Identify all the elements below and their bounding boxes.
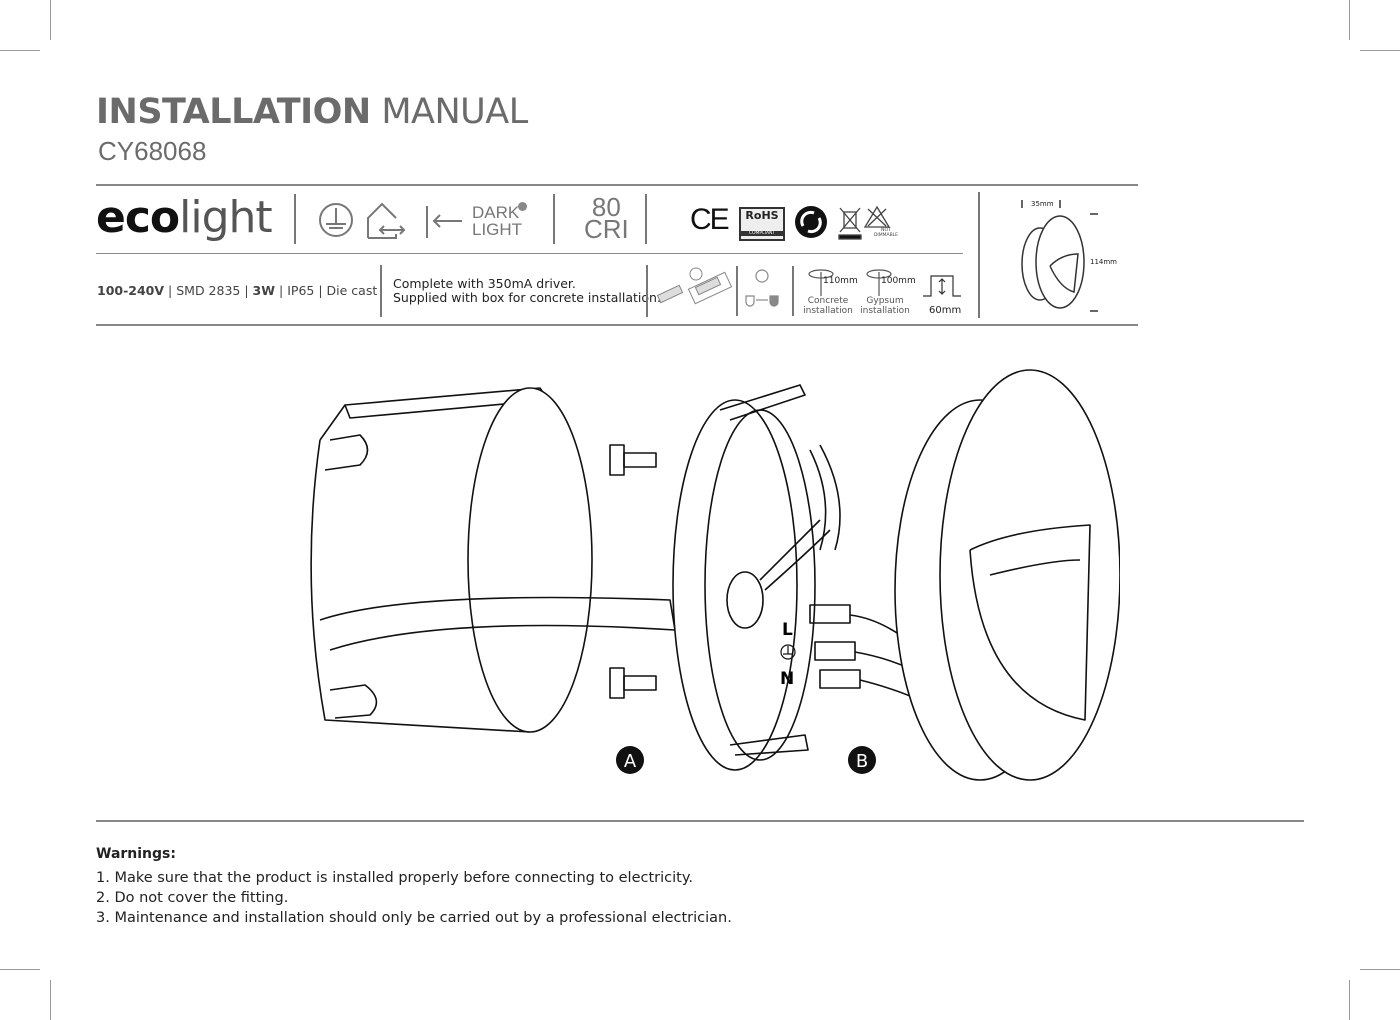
concrete-label: Concrete installation (803, 296, 853, 316)
divider (96, 820, 1304, 822)
warning-item: 1. Make sure that the product is install… (96, 870, 693, 886)
crop-mark (0, 50, 40, 51)
rohs-compliant: COMPLIANT (741, 231, 783, 236)
warning-item: 3. Maintenance and installation should o… (96, 910, 732, 926)
spec-line: 100-240V | SMD 2835 | 3W | IP65 | Die ca… (97, 283, 378, 298)
ecolight-logo: ecolight (96, 192, 273, 243)
indoor-house-icon (367, 202, 406, 239)
live-label: L (782, 620, 793, 640)
spec-material: Die cast (326, 283, 378, 298)
description-line: Complete with 350mA driver. (393, 276, 576, 291)
warnings-heading: Warnings: (96, 846, 176, 862)
label-b: B (856, 751, 868, 772)
concrete-depth: 110mm (823, 276, 858, 286)
weee-bin-icon (838, 207, 862, 240)
cover-plate-b (894, 369, 1120, 781)
cri-label: CRI (584, 214, 629, 244)
concrete-drill-icon (808, 269, 834, 296)
crop-mark (50, 980, 51, 1020)
depth-dimension: 35mm (1031, 200, 1054, 208)
logo-eco: eco (96, 192, 180, 243)
ce-mark: CE (690, 203, 730, 236)
light-label: LIGHT (472, 220, 523, 239)
page-title: INSTALLATION MANUAL (96, 92, 528, 132)
cert-icons (795, 205, 891, 240)
cri-value: 80 (591, 192, 621, 222)
spec-led: SMD 2835 (176, 283, 241, 298)
divider (96, 184, 1138, 186)
warning-item: 2. Do not cover the fitting. (96, 890, 289, 906)
dark-label: DARK (472, 203, 520, 222)
earth-ground-icon (319, 203, 353, 237)
earth-and-indoor-icons (319, 202, 462, 239)
crop-mark (1360, 969, 1400, 970)
separator (645, 194, 647, 244)
separator (294, 194, 296, 244)
exploded-installation-diagram: L N A B (310, 369, 1120, 781)
recess-depth-icon (923, 275, 961, 297)
dimension-drawing (1021, 200, 1098, 312)
separator (553, 194, 555, 244)
mounting-bracket (672, 384, 841, 771)
dark-light-arrow-icon (426, 206, 462, 238)
earth-terminal-icon (780, 644, 796, 660)
product-description: Complete with 350mA driver.Supplied with… (393, 277, 661, 305)
mounting-box-a (310, 387, 676, 733)
recess-depth: 60mm (929, 305, 962, 316)
neutral-label: N (780, 669, 794, 689)
divider (96, 324, 1138, 326)
screws (609, 444, 657, 699)
driver-icons (656, 266, 794, 316)
crop-mark (1349, 980, 1350, 1020)
crop-mark (0, 969, 40, 970)
diameter-dimension: 114mm (1090, 258, 1117, 266)
separator (646, 265, 648, 317)
rohs-badge: RoHS COMPLIANT (739, 207, 785, 241)
install-depth-icons (808, 269, 961, 297)
model-number: CY68068 (98, 136, 207, 166)
crop-mark (1349, 0, 1350, 40)
rohs-label: RoHS (745, 209, 779, 222)
label-b-circle (848, 746, 876, 774)
driver-connection-icon (656, 267, 733, 305)
title-bold: INSTALLATION (96, 92, 371, 132)
divider (96, 253, 963, 254)
separator (380, 265, 382, 317)
crop-mark (50, 0, 51, 40)
not-dimmable-icon (863, 205, 891, 228)
gypsum-drill-icon (866, 269, 892, 296)
description-line: Supplied with box for concrete installat… (393, 290, 661, 305)
label-a: A (624, 751, 637, 772)
spec-power: 3W (252, 283, 276, 298)
label-a-circle (616, 746, 644, 774)
separator (978, 192, 980, 318)
green-dot-recycle-icon (795, 206, 827, 238)
crop-mark (1360, 50, 1400, 51)
gypsum-depth: 100mm (881, 276, 916, 286)
spec-ip: IP65 (287, 283, 315, 298)
not-dimmable-label: NOT DIMMABLE (873, 228, 899, 238)
spec-voltage: 100-240V (97, 283, 165, 298)
electrician-plug-icon (745, 269, 779, 307)
gypsum-label: Gypsum installation (860, 296, 910, 316)
logo-light: light (179, 192, 273, 243)
dot-icon (518, 202, 527, 211)
title-light: MANUAL (381, 92, 528, 132)
